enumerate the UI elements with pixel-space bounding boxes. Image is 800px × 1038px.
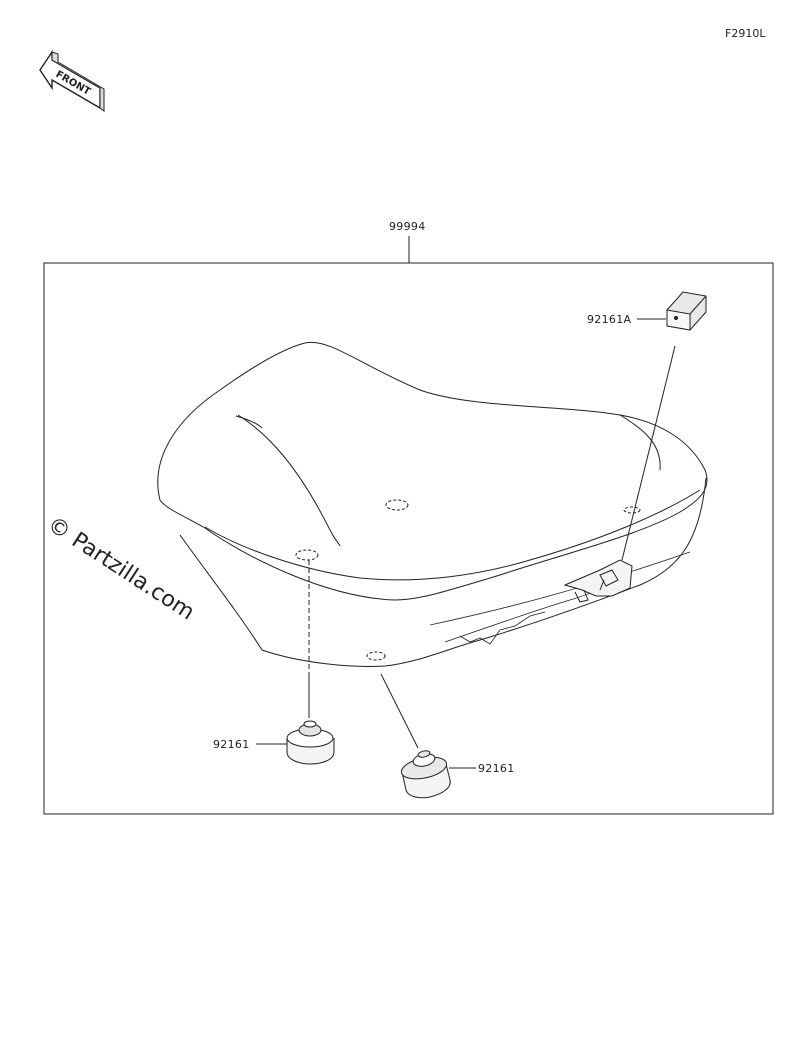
damper-right-part: [400, 750, 451, 799]
part-label-assembly: 99994: [389, 220, 426, 233]
front-arrow-icon: FRONT: [39, 49, 105, 112]
part-label-damper-left: 92161: [213, 738, 250, 751]
damper-right-leader: [380, 673, 419, 749]
figure-code: F2910L: [725, 27, 766, 40]
seat-drawing: [157, 341, 708, 667]
part-label-cap-top: 92161A: [587, 313, 631, 326]
kit-frame: [43, 262, 774, 815]
cap-top-part: [666, 291, 707, 331]
watermark: © Partzilla.com: [43, 512, 199, 625]
damper-left-part: [286, 720, 335, 765]
cap-top-leader: [621, 345, 676, 561]
part-label-damper-right: 92161: [478, 762, 515, 775]
